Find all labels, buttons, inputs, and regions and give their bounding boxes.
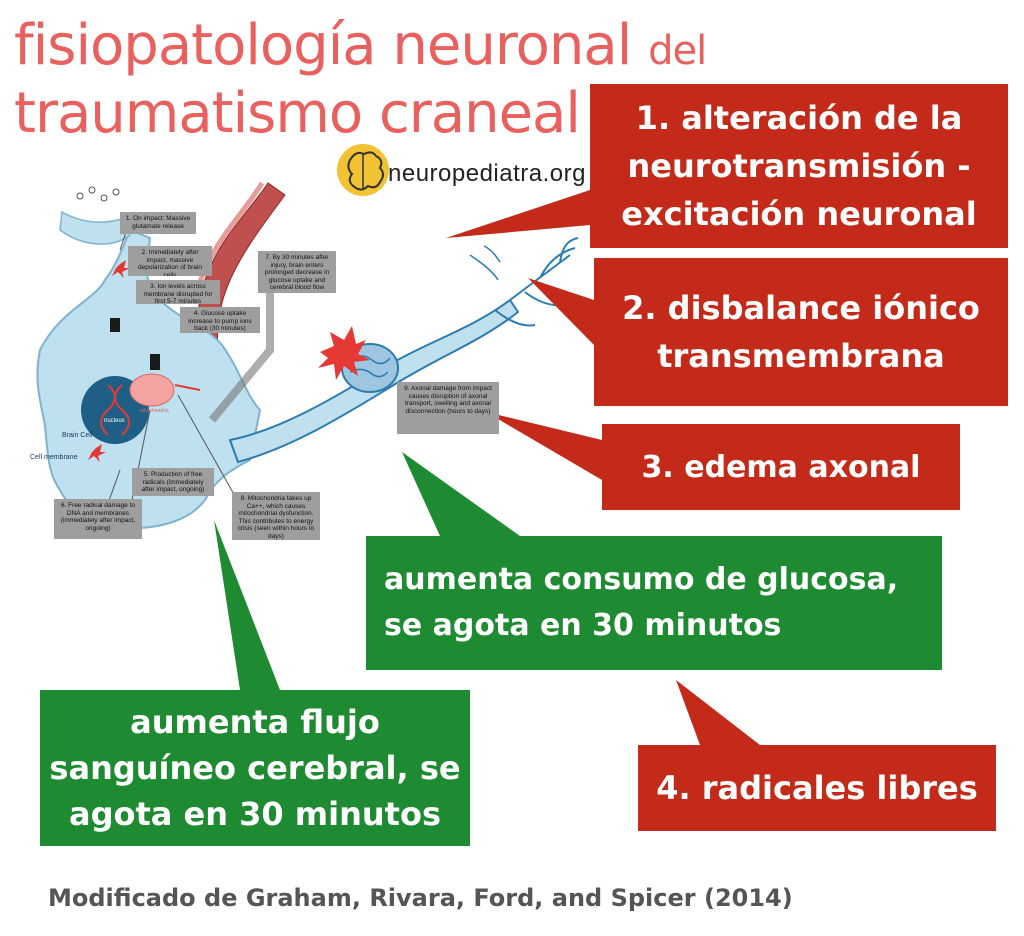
diagram-label-1: 1. On impact: Massive glutamate release (120, 212, 196, 234)
diagram-label-9: 9. Axonal damage from impact causes disr… (397, 382, 499, 434)
brain-icon (337, 144, 389, 196)
damage-starburst (318, 326, 370, 380)
callout-tail-2 (528, 278, 594, 345)
mitochondria-label: mitochondria (140, 408, 169, 414)
diagram-label-4: 4. Glucose uptake increase to pump ions … (180, 307, 260, 333)
callout-tail-6 (676, 680, 760, 745)
callout-5-line-1: aumenta flujo (130, 703, 380, 741)
callout-1-line-2: neurotransmisión - (627, 147, 971, 185)
logo-text: neuropediatra.org (388, 160, 586, 187)
callout-5-line-2: sanguíneo cerebral, se (49, 749, 461, 787)
callout-blood-flow: aumenta flujo sanguíneo cerebral, se ago… (40, 690, 470, 846)
diagram-label-6: 6. Free radical damage to DNA and membra… (54, 499, 142, 539)
diagram-label-5: 5. Production of free radicals (immediat… (132, 468, 214, 496)
diagram-label-2: 2. Immediately after impact, massive dep… (128, 246, 212, 276)
callout-1-line-1: 1. alteración de la (635, 99, 963, 137)
title-main: fisiopatología neuronal (14, 13, 632, 78)
diagram-label-7: 7. By 30 minutes after injury, brain ent… (258, 251, 336, 293)
callout-tail-3 (486, 412, 602, 480)
callout-ionic-imbalance: 2. disbalance iónico transmembrana (594, 258, 1008, 406)
callout-3-line-1: 3. edema axonal (641, 449, 921, 485)
callout-glucose: aumenta consumo de glucosa, se agota en … (366, 536, 942, 670)
brain-cell-label: Brain Cell (62, 432, 93, 439)
nucleus-label: nucleus (104, 418, 125, 424)
callout-5-line-3: agota en 30 minutos (68, 795, 441, 833)
callout-2-line-1: 2. disbalance iónico (622, 289, 980, 327)
callout-tail-1 (446, 190, 590, 238)
callout-4-line-1: aumenta consumo de glucosa, (384, 562, 899, 597)
callout-4-line-2: se agota en 30 minutos (384, 608, 782, 643)
mitochondria (129, 373, 175, 407)
page-title-line1: fisiopatología neuronal del (14, 18, 707, 74)
callout-free-radicals: 4. radicales libres (638, 745, 996, 831)
title-small: del (648, 28, 707, 74)
source-credit: Modificado de Graham, Rivara, Ford, and … (48, 884, 793, 912)
diagram-label-8: 8. Mitochondria takes up Ca++, which cau… (232, 492, 320, 540)
callout-axonal-edema: 3. edema axonal (602, 424, 960, 510)
callout-tail-4 (402, 452, 520, 536)
callout-1-line-3: excitación neuronal (621, 195, 977, 233)
page-title-line2: traumatismo craneal (14, 81, 581, 146)
callout-6-line-1: 4. radicales libres (656, 769, 978, 807)
cell-membrane-label: Cell membrane (30, 454, 78, 461)
diagram-label-3: 3. Ion levels across membrane disrupted … (136, 280, 220, 304)
callout-neurotransmission: 1. alteración de la neurotransmisión - e… (590, 84, 1008, 248)
callout-tail-5 (214, 520, 280, 690)
callout-2-line-2: transmembrana (657, 337, 945, 375)
